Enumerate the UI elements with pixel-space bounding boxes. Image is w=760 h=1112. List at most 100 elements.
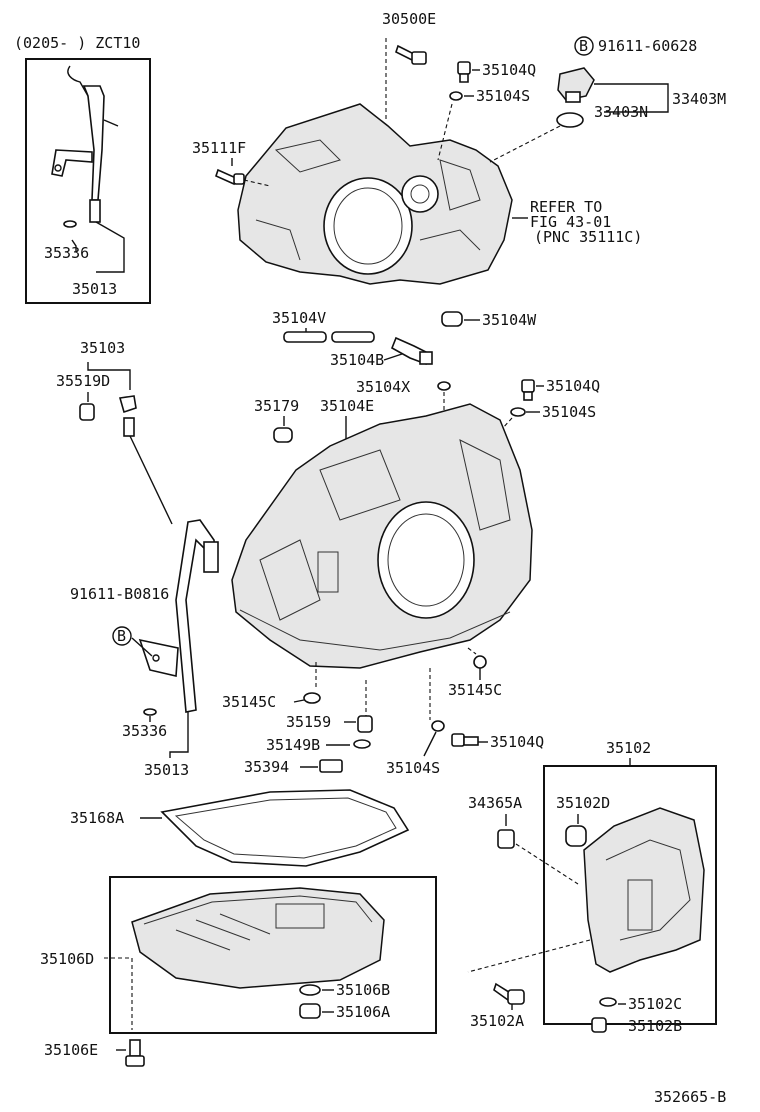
callout-b-mid-circle: [112, 626, 132, 646]
leader-35013: [169, 712, 189, 758]
label-35104S-low: 35104S: [386, 759, 440, 777]
magnet-35394-part: [319, 759, 343, 773]
leader-35104B: [383, 353, 403, 361]
transaxle-case-35104E: [231, 403, 533, 669]
label-35102C: 35102C: [628, 995, 682, 1013]
label-34365A: 34365A: [468, 794, 522, 812]
label-35145C-left: 35145C: [222, 693, 276, 711]
bolt-35102A-part: [493, 982, 525, 1005]
label-35104S-mid: 35104S: [542, 403, 596, 421]
label-35394: 35394: [244, 758, 289, 776]
label-35145C-right: 35145C: [448, 681, 502, 699]
label-35106A: 35106A: [336, 1003, 390, 1021]
leader-callout-b-mid: [131, 637, 153, 657]
label-35519D: 35519D: [56, 372, 110, 390]
label-35168A: 35168A: [70, 809, 124, 827]
label-35104Q-top: 35104Q: [482, 61, 536, 79]
callout-b-top-letter: B: [579, 37, 588, 55]
oring-35104S-top: [449, 91, 463, 101]
bolt-35106E-part: [125, 1039, 145, 1067]
plug-35102B-part: [591, 1017, 607, 1033]
figure-number: 352665-B: [654, 1088, 726, 1106]
oring-35104S-mid-part: [510, 407, 526, 417]
dipstick-35103-part: [118, 395, 173, 525]
label-35013: 35013: [144, 761, 189, 779]
oring-35104S-low-part: [431, 720, 445, 732]
label-33403M: 33403M: [672, 90, 726, 108]
label-35102B: 35102B: [628, 1017, 682, 1035]
variant-label: (0205- ) ZCT10: [14, 34, 140, 52]
bush-35102D-part: [565, 825, 587, 847]
label-35336: 35336: [122, 722, 167, 740]
leader-oring-housing-dash: [437, 103, 453, 161]
gasket-35149B-part: [353, 739, 371, 749]
bolt-35104Q-mid-part: [521, 379, 535, 401]
variant-box-border: [25, 58, 151, 304]
leader-35111F-dash: [243, 179, 271, 187]
leader-35336-box: [71, 239, 77, 252]
leader-35013-box: [95, 221, 125, 273]
leader-34365A-dash: [515, 843, 579, 885]
label-35149B: 35149B: [266, 736, 320, 754]
label-35104X: 35104X: [356, 378, 410, 396]
pin-35104W-part: [441, 311, 463, 327]
breather-34365A-part: [497, 829, 515, 849]
extension-housing-35102-part: [583, 807, 705, 973]
label-35104W: 35104W: [482, 311, 537, 329]
bolt-35104Q-low-part: [451, 733, 479, 747]
clip-35519D-part: [79, 403, 95, 421]
label-35104V: 35104V: [272, 309, 326, 327]
oring-35102C-part: [599, 997, 617, 1007]
label-33403N: 33403N: [594, 103, 648, 121]
label-35336-box: 35336: [44, 244, 89, 262]
label-91611-60628: 91611-60628: [598, 37, 697, 55]
label-35106B: 35106B: [336, 981, 390, 999]
label-35102D: 35102D: [556, 794, 610, 812]
bolt-35111F-part: [215, 168, 245, 186]
extension-housing-box: [543, 765, 717, 1025]
plug-35159-part: [357, 715, 373, 733]
variant-box-zct10: (0205- ) ZCT10 35336 35013: [14, 34, 151, 304]
callout-b-top-circle: [574, 36, 594, 56]
leader-35104S-low: [423, 731, 437, 757]
fitting-35104B-part: [390, 336, 433, 366]
drain-plug-35106A-part: [299, 1003, 321, 1019]
transaxle-housing-upper: [237, 103, 513, 285]
label-35103: 35103: [80, 339, 125, 357]
oil-pan-35106D: [131, 887, 385, 989]
refer-note-line2: FIG 43-01: [530, 213, 611, 231]
label-91611-B0816: 91611-B0816: [70, 585, 169, 603]
label-35104Q-low: 35104Q: [490, 733, 544, 751]
leader-33403M: [594, 83, 669, 113]
label-35106D: 35106D: [40, 950, 94, 968]
dipstick-tube-variant-drawing: [51, 65, 119, 228]
pin-35104V-b: [331, 331, 375, 343]
drain-plug-35106B-part: [299, 984, 321, 996]
leader-33403-housing-dash: [489, 125, 561, 163]
label-35111F: 35111F: [192, 139, 246, 157]
leader-35102A-dash: [467, 939, 591, 973]
leader-35106D: [104, 957, 133, 1030]
leader-35145C-left: [293, 699, 305, 703]
label-35106E: 35106E: [44, 1041, 98, 1059]
label-35013-box: 35013: [72, 280, 117, 298]
leader-35103: [87, 362, 131, 390]
label-35104E: 35104E: [320, 397, 374, 415]
callout-b-mid-letter: B: [117, 627, 126, 645]
leader-case-35145C-right-dash: [467, 647, 477, 655]
dipstick-tube-35013-part: [138, 519, 219, 713]
refer-note-line1: REFER TO: [530, 198, 602, 216]
oring-35104X-part: [437, 381, 451, 391]
label-30500E: 30500E: [382, 10, 436, 28]
label-35179: 35179: [254, 397, 299, 415]
oil-pan-box: [109, 876, 437, 1034]
oil-pan-gasket-35168A: [160, 789, 410, 867]
label-35102: 35102: [606, 739, 651, 757]
gasket-35145C-left-part: [303, 692, 321, 704]
plug-35179-part: [273, 427, 293, 443]
bolt-30500E-part: [395, 44, 427, 65]
bolt-35104Q-top: [457, 61, 471, 83]
pin-35104V-a: [283, 331, 327, 343]
